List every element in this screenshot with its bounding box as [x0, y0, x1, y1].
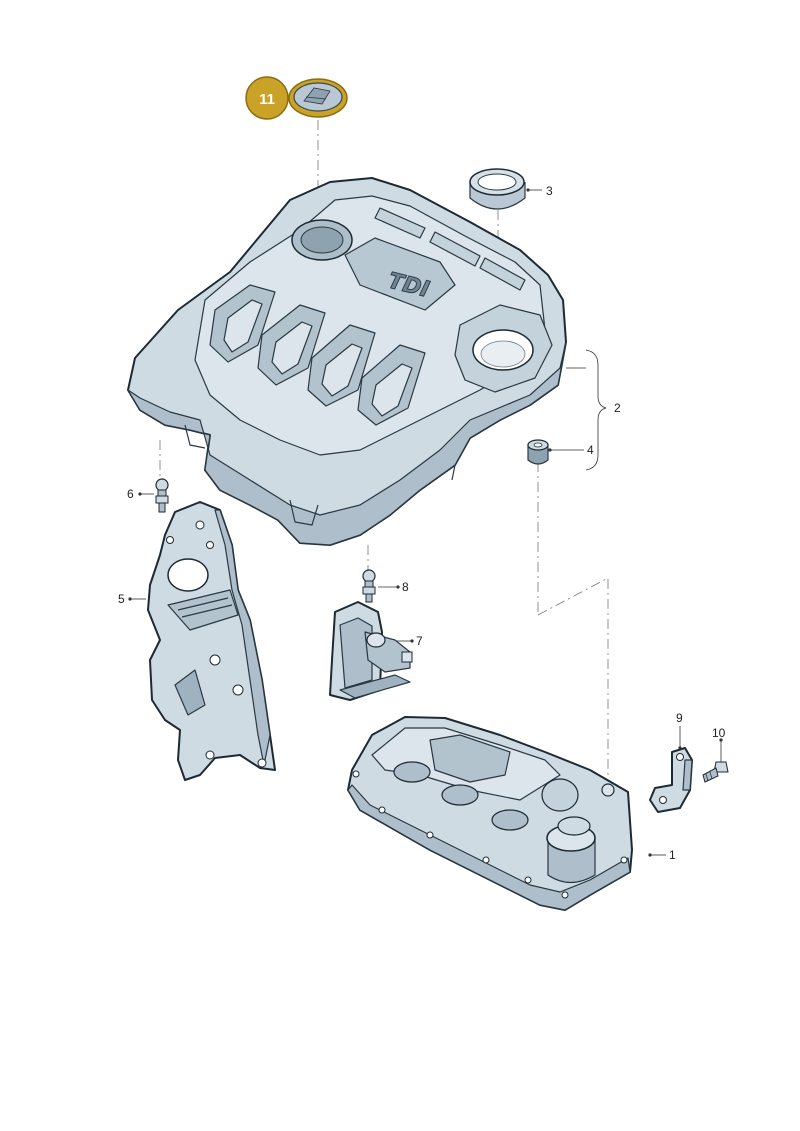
callout-9[interactable]: 9	[676, 711, 683, 750]
callout-4[interactable]: 4	[548, 443, 594, 457]
part-7-holder[interactable]	[329, 601, 413, 701]
part-9-bracket-plate[interactable]	[649, 747, 693, 813]
part-number-5: 5	[118, 592, 125, 606]
part-number-1: 1	[669, 848, 676, 862]
part-1-cylinder-head-cover[interactable]	[347, 716, 633, 911]
part-2-engine-cover[interactable]: TDI	[127, 177, 567, 546]
part-number-3: 3	[546, 184, 553, 198]
callout-8[interactable]: 8	[378, 580, 409, 594]
highlight-label: 11	[259, 91, 275, 108]
callout-7[interactable]: 7	[396, 634, 423, 648]
callout-6[interactable]: 6	[127, 487, 154, 501]
part-number-10: 10	[712, 726, 726, 740]
intake-runners	[209, 284, 426, 426]
part-number-2: 2	[614, 401, 621, 415]
callout-5[interactable]: 5	[118, 592, 146, 606]
part-number-4: 4	[587, 443, 594, 457]
part-4-rubber-mount[interactable]	[527, 439, 549, 465]
part-8-ball-stud[interactable]	[362, 569, 376, 603]
callout-10[interactable]: 10	[712, 726, 726, 762]
part-number-7: 7	[416, 634, 423, 648]
highlight-badge[interactable]	[245, 76, 289, 120]
part-11-emblem[interactable]: 11	[245, 76, 348, 120]
part-number-8: 8	[402, 580, 409, 594]
part-6-ball-stud[interactable]	[155, 478, 169, 513]
part-number-6: 6	[127, 487, 134, 501]
callout-2[interactable]: 2	[566, 349, 621, 471]
callout-3[interactable]: 3	[526, 184, 553, 198]
callout-1[interactable]: 1	[648, 848, 676, 862]
part-5-bracket[interactable]	[147, 501, 276, 781]
part-number-9: 9	[676, 711, 683, 725]
part-10-screw[interactable]	[702, 761, 729, 783]
part-3-grommet-ring[interactable]	[469, 168, 526, 210]
